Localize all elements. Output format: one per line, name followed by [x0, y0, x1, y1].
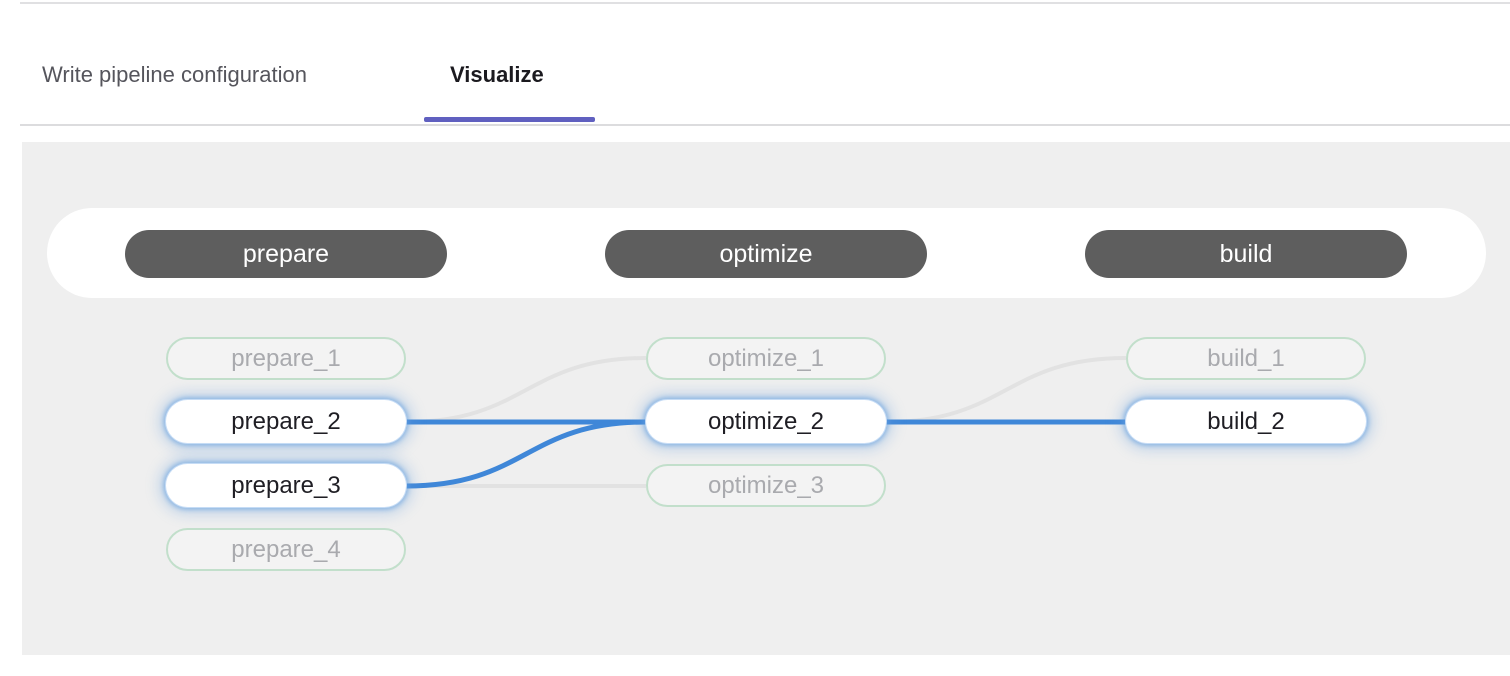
stage-pill-prepare: prepare — [125, 230, 447, 278]
job-node-optimize_1[interactable]: optimize_1 — [646, 337, 886, 380]
top-divider — [20, 2, 1510, 4]
stage-pill-build: build — [1085, 230, 1407, 278]
job-node-prepare_2[interactable]: prepare_2 — [166, 400, 406, 443]
job-links-layer — [405, 356, 1127, 489]
job-node-optimize_3[interactable]: optimize_3 — [646, 464, 886, 507]
job-node-build_2[interactable]: build_2 — [1126, 400, 1366, 443]
tab-write-pipeline-configuration[interactable]: Write pipeline configuration — [42, 62, 307, 87]
job-node-prepare_3[interactable]: prepare_3 — [166, 464, 406, 507]
job-node-prepare_4[interactable]: prepare_4 — [166, 528, 406, 571]
job-node-prepare_1[interactable]: prepare_1 — [166, 337, 406, 380]
tab-visualize[interactable]: Visualize — [450, 62, 544, 87]
pipeline-graph-panel: prepare optimize build prepare_1 prepare… — [22, 142, 1510, 655]
tab-bar: Write pipeline configuration Visualize — [20, 0, 1510, 126]
active-tab-indicator — [424, 117, 595, 122]
job-node-build_1[interactable]: build_1 — [1126, 337, 1366, 380]
job-node-optimize_2[interactable]: optimize_2 — [646, 400, 886, 443]
edge-prepare_2-to-optimize_1 — [405, 356, 647, 424]
edge-prepare_3-to-optimize_2 — [405, 419, 647, 489]
stage-pill-optimize: optimize — [605, 230, 927, 278]
edge-optimize_2-to-build_1 — [885, 356, 1127, 424]
